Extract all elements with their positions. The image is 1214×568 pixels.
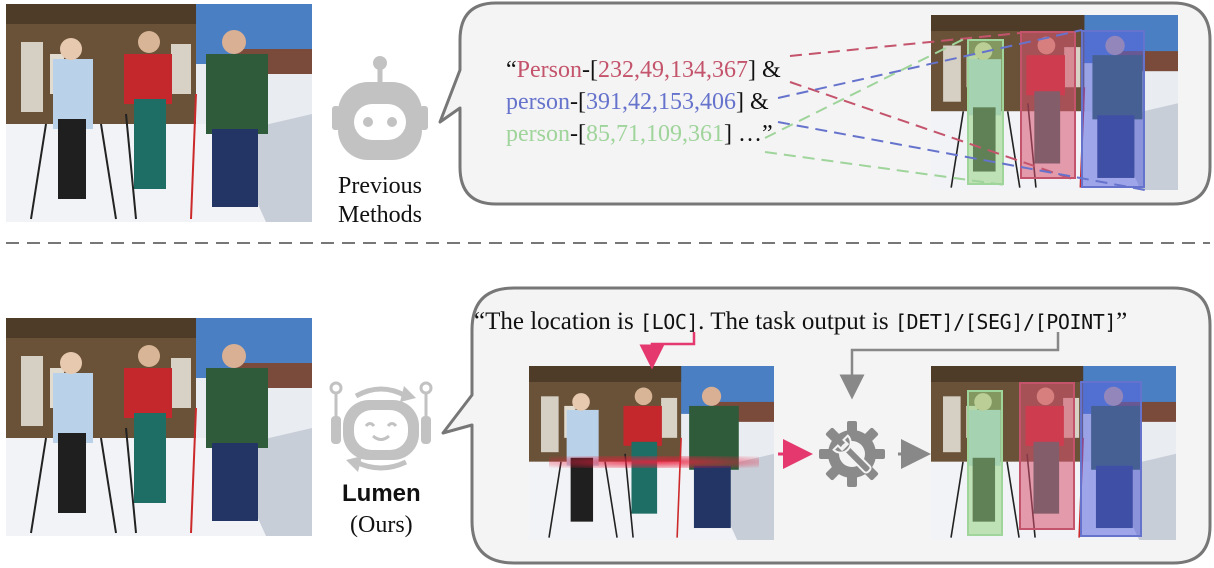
location-heatmap-photo	[529, 366, 774, 540]
smiling-robot-icon	[326, 374, 436, 474]
task-tokens: [DET]/[SEG]/[POINT]	[894, 310, 1117, 334]
location-heat-band	[549, 456, 759, 468]
previous-methods-caption: Previous Methods	[310, 172, 450, 230]
correspondence-lines	[764, 29, 1146, 191]
label-red: Person	[516, 57, 582, 83]
task-arrow	[839, 332, 1060, 400]
seg-blue	[1080, 381, 1142, 537]
seg-green	[967, 390, 1003, 536]
lumen-prompt-text: “The location is [LOC]. The task output …	[474, 308, 1128, 335]
caption-line-1: Previous	[338, 173, 422, 199]
coords-blue: 391,42,153,406	[585, 89, 736, 115]
bbox-text-block: “Person-[232,49,134,367] & person-[391,4…	[506, 54, 781, 150]
ours-label: (Ours)	[350, 512, 413, 538]
gear-wrench-icon	[818, 420, 886, 488]
caption-line-2: Methods	[338, 202, 422, 228]
label-blue: person	[506, 89, 570, 115]
bbox-line-3: person-[85,71,109,361] …”	[506, 121, 773, 147]
coords-green: 85,71,109,361	[585, 121, 724, 147]
output-photo-bottom	[931, 366, 1176, 540]
label-green: person	[506, 121, 570, 147]
bbox-red	[1020, 31, 1076, 179]
loc-arrow	[639, 332, 696, 370]
bbox-line-1: “Person-[232,49,134,367] &	[506, 57, 781, 83]
open-quote: “	[506, 57, 517, 83]
section-divider	[6, 242, 1210, 244]
robot-face-icon	[328, 52, 432, 168]
output-photo-top	[931, 15, 1178, 190]
coords-red: 232,49,134,367	[597, 57, 748, 83]
loc-token: [LOC]	[639, 310, 699, 334]
lumen-name: Lumen	[342, 480, 421, 507]
bbox-line-2: person-[391,42,153,406] &	[506, 89, 769, 115]
bbox-blue	[1081, 30, 1145, 188]
seg-red	[1019, 382, 1075, 530]
